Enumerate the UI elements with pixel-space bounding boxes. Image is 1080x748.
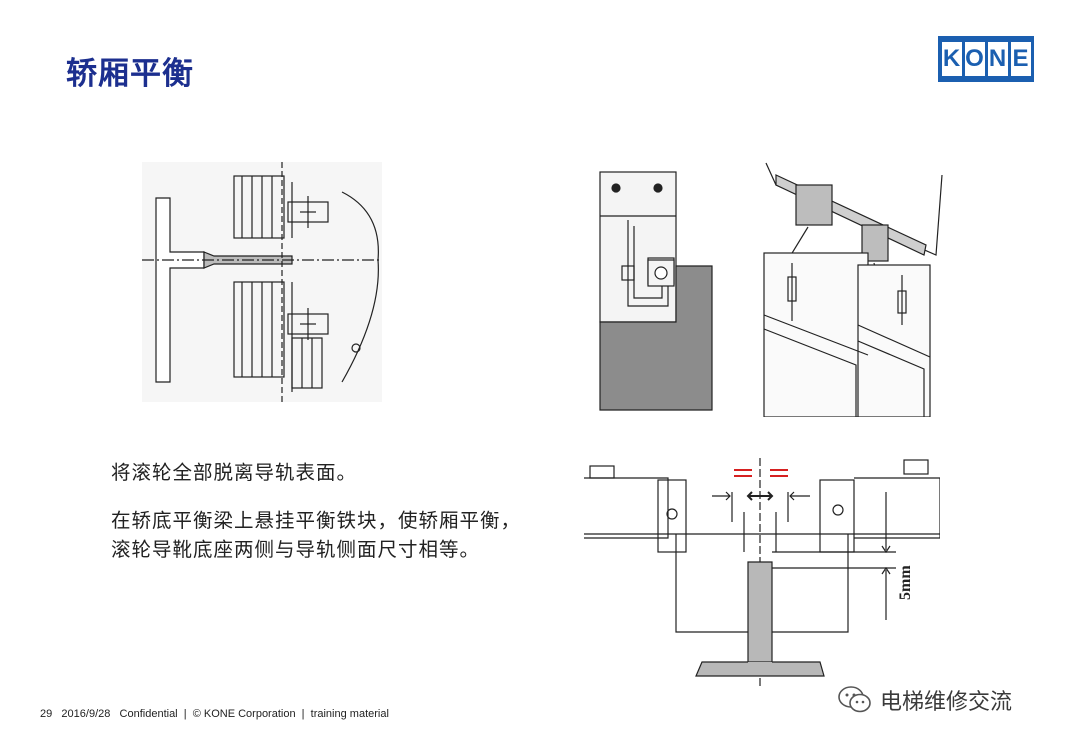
paragraph-1: 将滚轮全部脱离导轨表面。 xyxy=(111,461,358,484)
guide-shoe-side-view-figure xyxy=(598,170,716,412)
logo-letter: E xyxy=(1010,42,1031,76)
dimension-label: 5mm xyxy=(897,565,914,600)
paragraph-2: 在轿底平衡梁上悬挂平衡铁块，使轿厢平衡，滚轮导靴底座两侧与导轨侧面尺寸相等。 xyxy=(111,509,522,561)
guide-shoe-top-view-figure xyxy=(142,162,382,402)
kone-logo: K O N E xyxy=(938,36,1034,82)
wechat-icon xyxy=(838,686,871,713)
watermark: 电梯维修交流 xyxy=(838,680,1012,720)
clearance-measurement-figure: 5mm xyxy=(584,452,940,688)
balance-weight-figure xyxy=(756,145,948,417)
logo-letter: N xyxy=(987,42,1008,76)
footer: 29 2016/9/28 Confidential | © KONE Corpo… xyxy=(40,708,389,720)
page-number: 29 xyxy=(40,708,53,720)
footer-date: 2016/9/28 xyxy=(61,708,111,720)
watermark-text: 电梯维修交流 xyxy=(880,690,1013,715)
footer-text: Confidential | © KONE Corporation | trai… xyxy=(119,708,389,720)
slide-title: 轿厢平衡 xyxy=(66,56,194,92)
logo-letter: O xyxy=(964,42,985,76)
logo-letter: K xyxy=(941,42,962,76)
